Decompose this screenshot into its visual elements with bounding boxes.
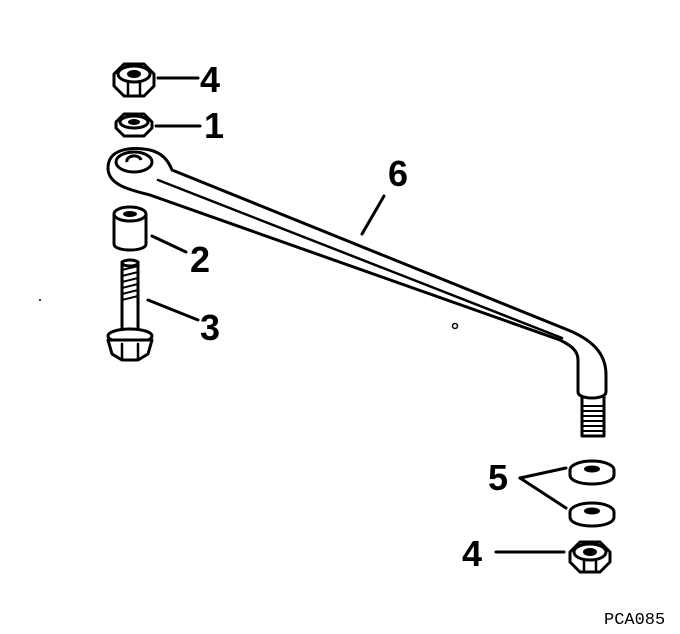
leader-line-washer-a <box>518 466 568 480</box>
callout-washers-bottom: 5 <box>488 457 508 498</box>
leader-line-rod <box>360 194 386 236</box>
callout-nut-bottom: 4 <box>462 533 482 574</box>
callout-nut-top: 4 <box>200 59 220 100</box>
locknut-top-icon <box>112 62 156 98</box>
leader-line-bolt <box>146 298 200 322</box>
tie-rod-icon <box>106 147 608 438</box>
figure-code: PCA085 <box>604 611 665 630</box>
bushing-icon <box>112 205 148 252</box>
callout-washer-top: 1 <box>204 105 224 146</box>
washer-lower-icon <box>568 501 616 528</box>
washer-top-icon <box>114 112 154 138</box>
locknut-bottom-icon <box>568 540 612 574</box>
bolt-icon <box>106 258 154 362</box>
callout-bolt: 3 <box>200 307 220 348</box>
callout-rod: 6 <box>388 153 408 194</box>
callout-bushing: 2 <box>190 239 210 280</box>
speck-mark <box>39 299 41 301</box>
leader-line-bushing <box>150 234 188 254</box>
leader-line-washer-b <box>518 476 568 510</box>
washer-upper-icon <box>568 459 616 486</box>
